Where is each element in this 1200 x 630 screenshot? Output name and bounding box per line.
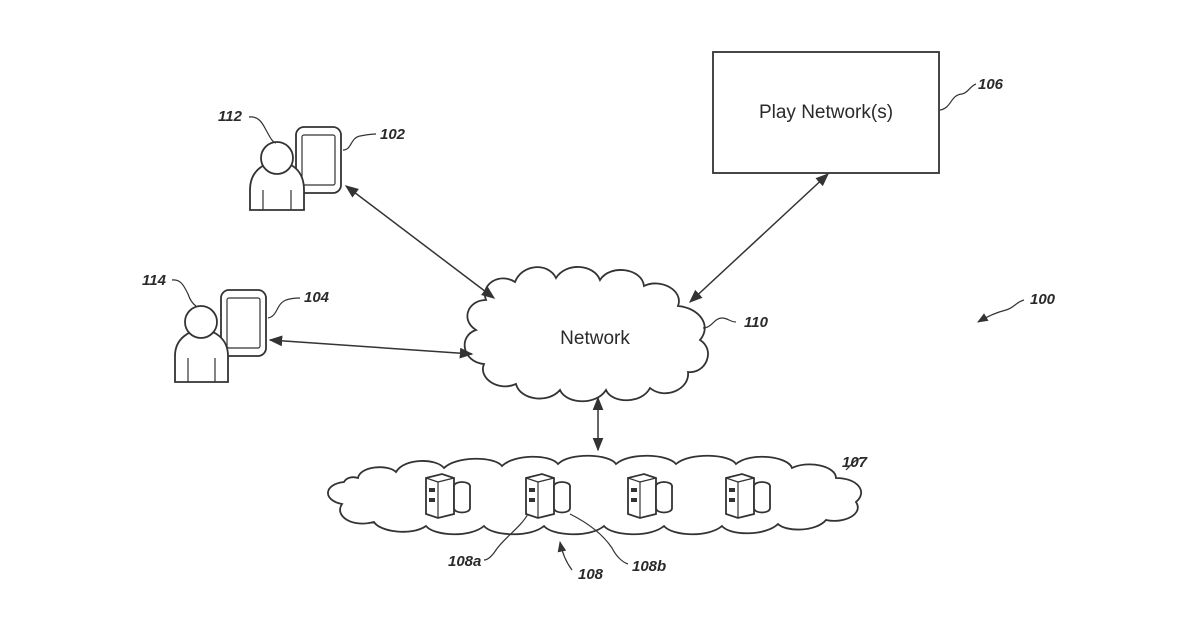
- link-play-network: [690, 174, 828, 302]
- ref-102: 102: [380, 126, 406, 143]
- leader-104: [268, 298, 300, 318]
- user-112-head: [261, 142, 293, 174]
- server-cloud: [328, 456, 861, 535]
- ref-108b: 108b: [632, 558, 666, 575]
- leader-110: [703, 318, 736, 328]
- leader-106: [940, 84, 976, 110]
- device-104-phone: [221, 290, 266, 356]
- leader-114: [172, 280, 196, 306]
- user-114-head: [185, 306, 217, 338]
- leader-102: [343, 134, 376, 150]
- leader-112: [249, 117, 276, 143]
- ref-108a: 108a: [448, 553, 481, 570]
- network-cloud: Network: [465, 267, 708, 401]
- ref-110: 110: [744, 314, 769, 331]
- link-102-network: [346, 186, 494, 298]
- ref-104: 104: [304, 289, 330, 306]
- ref-108: 108: [578, 566, 604, 583]
- play-network-box: Play Network(s): [713, 52, 939, 173]
- ref-114: 114: [142, 272, 167, 289]
- ref-112: 112: [218, 108, 243, 125]
- ref-100: 100: [1030, 291, 1056, 308]
- user-112: [250, 127, 341, 210]
- network-label: Network: [560, 328, 630, 349]
- leader-108: [560, 542, 572, 570]
- play-network-label: Play Network(s): [759, 102, 893, 123]
- ref-106: 106: [978, 76, 1004, 93]
- leader-100: [978, 300, 1024, 322]
- user-114: [175, 290, 266, 382]
- ref-107: 107: [842, 454, 868, 471]
- link-104-network: [270, 340, 472, 354]
